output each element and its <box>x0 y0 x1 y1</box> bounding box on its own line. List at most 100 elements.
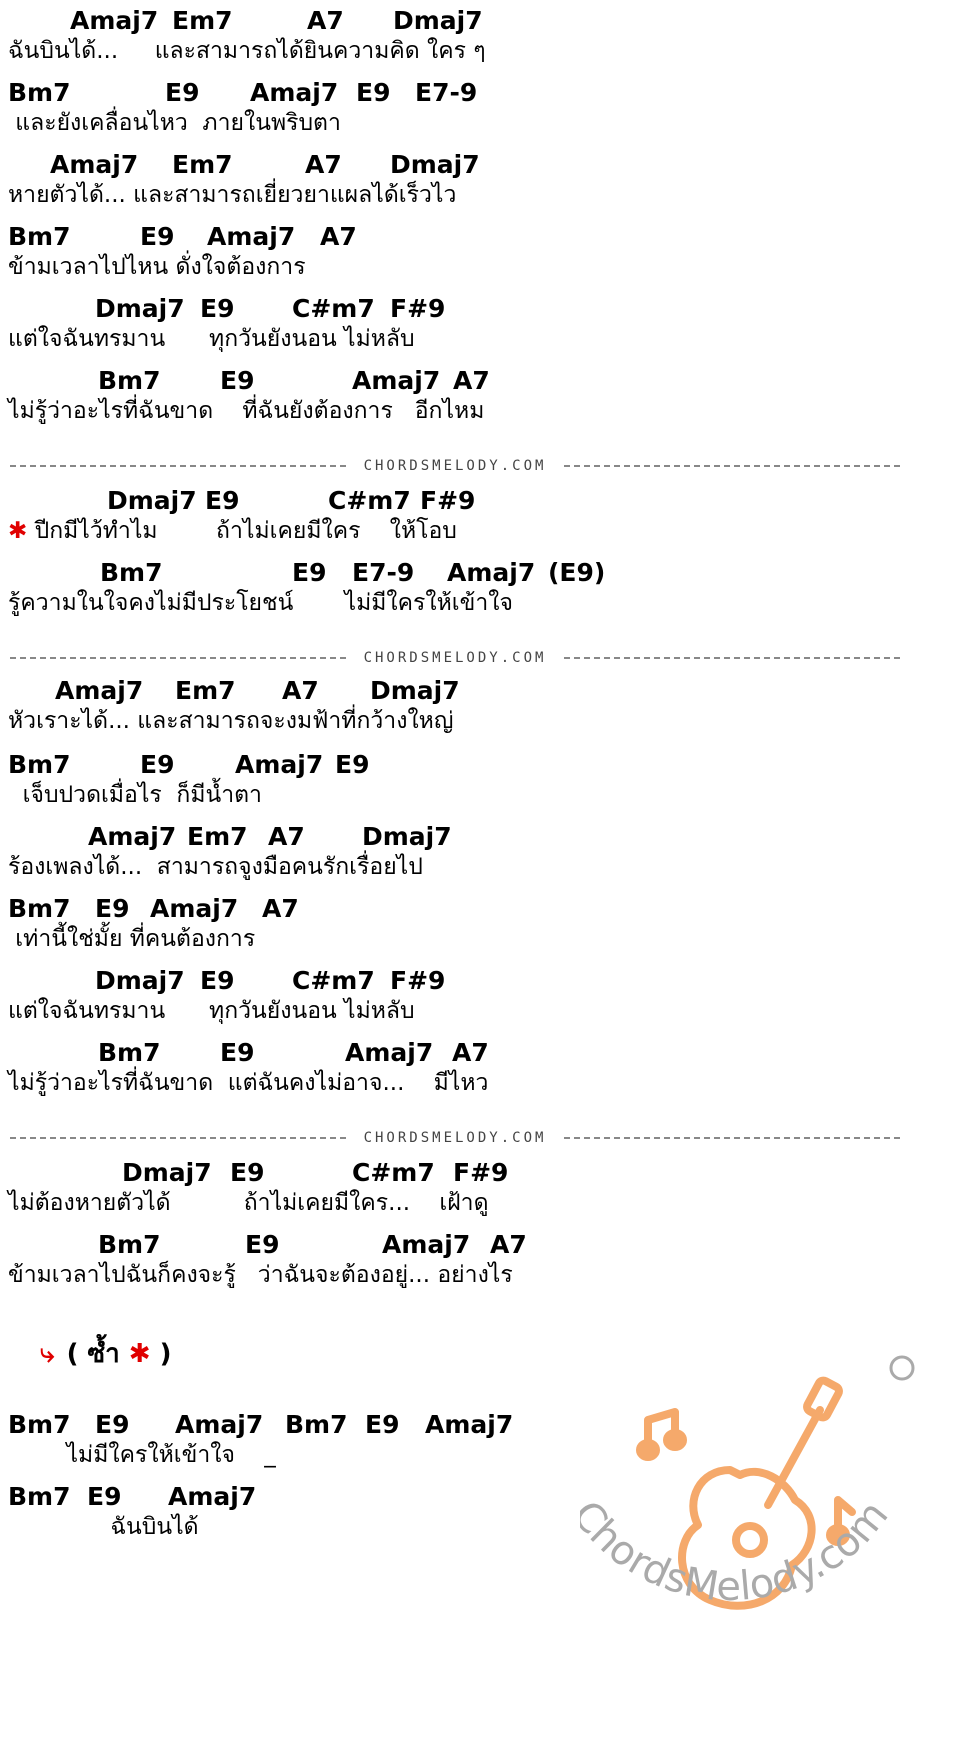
lyric-text: ข้ามเวลาไปฉันก็คงจะรู้ ว่าฉันจะต้องอยู่.… <box>8 1262 513 1288</box>
divider-label: CHORDSMELODY.COM <box>363 458 547 474</box>
divider-dash <box>10 1137 346 1139</box>
chord-label: C#m7 <box>328 486 411 515</box>
chord-label: A7 <box>262 894 299 923</box>
divider-dash <box>564 657 901 659</box>
chord-label: Bm7 <box>100 558 163 587</box>
chord-label: E9 <box>140 750 175 779</box>
chord-label: Em7 <box>172 150 233 179</box>
lyric-text: ไม่รู้ว่าอะไรที่ฉันขาด ที่ฉันยังต้องการ … <box>8 398 485 424</box>
section-divider: CHORDSMELODY.COM <box>10 648 901 668</box>
lyric-line: ไม่มีใครให้เข้าใจ _ <box>8 1440 275 1470</box>
lyric-line: ไม่รู้ว่าอะไรที่ฉันขาด แต่ฉันคงไม่อาจ...… <box>8 1068 488 1098</box>
lyric-text: ฉันบินได้ <box>8 1514 199 1540</box>
chord-label: E9 <box>205 486 240 515</box>
chord-label: Dmaj7 <box>95 294 185 323</box>
guitar-soundhole <box>732 1522 768 1558</box>
divider-dash <box>10 657 346 659</box>
chord-label: Amaj7 <box>88 822 177 851</box>
repeat-star-marker: ✱ <box>8 518 28 544</box>
chord-label: E9 <box>356 78 391 107</box>
chord-label: A7 <box>268 822 305 851</box>
chord-label: Amaj7 <box>235 750 324 779</box>
chord-label: A7 <box>305 150 342 179</box>
chord-label: E9 <box>245 1230 280 1259</box>
chord-label: Dmaj7 <box>390 150 480 179</box>
watermark: ChordsMelody.com ChordsMelody.com <box>580 1355 915 1610</box>
chord-label: E9 <box>95 1410 130 1439</box>
lyric-line: เท่านี้ใช่มั้ย ที่คนต้องการ <box>8 924 255 954</box>
lyric-line: หายตัวได้... และสามารถเยี่ยวยาแผลได้เร็ว… <box>8 180 456 210</box>
chord-label: E9 <box>200 966 235 995</box>
lyric-line: ฉันบินได้... และสามารถได้ยินความคิด ใคร … <box>8 36 486 66</box>
guitar-neck <box>764 1406 824 1509</box>
chord-label: Dmaj7 <box>107 486 197 515</box>
lyric-line: ข้ามเวลาไปฉันก็คงจะรู้ ว่าฉันจะต้องอยู่.… <box>8 1260 513 1290</box>
chord-label: E9 <box>87 1482 122 1511</box>
chord-label: E9 <box>230 1158 265 1187</box>
lyric-text: แต่ใจฉันทรมาน ทุกวันยังนอน ไม่หลับ <box>8 998 415 1024</box>
divider-dash <box>564 1137 901 1139</box>
chord-label: C#m7 <box>292 294 375 323</box>
chord-label: E7-9 <box>352 558 415 587</box>
lyric-line: เจ็บปวดเมื่อไร ก็มีน้ำตา <box>8 780 262 810</box>
chord-label: Dmaj7 <box>362 822 452 851</box>
lyric-line: ไม่รู้ว่าอะไรที่ฉันขาด ที่ฉันยังต้องการ … <box>8 396 484 426</box>
lyric-text: ข้ามเวลาไปไหน ดั่งใจต้องการ <box>8 254 306 280</box>
guitar-head <box>803 1376 843 1422</box>
lyric-line: ร้องเพลงได้... สามารถจูงมือคนรักเรื่อยไป <box>8 852 423 882</box>
lyric-line: ✱ ปีกมีไว้ทำไม ถ้าไม่เคยมีใคร ให้โอบ <box>8 516 457 546</box>
chord-label: A7 <box>320 222 357 251</box>
chord-label: C#m7 <box>352 1158 435 1187</box>
divider-label: CHORDSMELODY.COM <box>363 1130 547 1146</box>
chord-label: F#9 <box>390 294 446 323</box>
lyric-text: เจ็บปวดเมื่อไร ก็มีน้ำตา <box>8 782 262 808</box>
chord-label: Em7 <box>175 676 236 705</box>
chord-label: Amaj7 <box>447 558 536 587</box>
repeat-open-text: ( ซ้ำ <box>66 1339 129 1369</box>
chord-label: Dmaj7 <box>370 676 460 705</box>
chord-label: Bm7 <box>8 750 71 779</box>
chord-label: Bm7 <box>98 366 161 395</box>
chord-label: Amaj7 <box>345 1038 434 1067</box>
chord-label: Dmaj7 <box>393 6 483 35</box>
chord-label: Dmaj7 <box>122 1158 212 1187</box>
chord-label: Amaj7 <box>55 676 144 705</box>
repeat-close-text: ) <box>150 1339 172 1369</box>
repeat-instruction: ⤷( ซ้ำ ✱ ) <box>40 1338 172 1370</box>
lyric-line: แต่ใจฉันทรมาน ทุกวันยังนอน ไม่หลับ <box>8 996 415 1026</box>
chord-label: A7 <box>282 676 319 705</box>
chord-label: Amaj7 <box>382 1230 471 1259</box>
lyric-text: ไม่รู้ว่าอะไรที่ฉันขาด แต่ฉันคงไม่อาจ...… <box>8 1070 489 1096</box>
lyric-line: รู้ความในใจคงไม่มีประโยชน์ ไม่มีใครให้เข… <box>8 588 513 618</box>
chord-label: Bm7 <box>8 894 71 923</box>
chord-label: Bm7 <box>8 78 71 107</box>
chord-label: E9 <box>140 222 175 251</box>
chord-label: C#m7 <box>292 966 375 995</box>
lyric-text: ปีกมีไว้ทำไม ถ้าไม่เคยมีใคร ให้โอบ <box>27 518 457 544</box>
lyric-text: และยังเคลื่อนไหว ภายในพริบตา <box>8 110 341 136</box>
lyric-text: ร้องเพลงได้... สามารถจูงมือคนรักเรื่อยไป <box>8 854 423 880</box>
chord-label: Amaj7 <box>207 222 296 251</box>
chord-label: Amaj7 <box>150 894 239 923</box>
chord-label: (E9) <box>548 558 606 587</box>
chord-label: Em7 <box>187 822 248 851</box>
chord-label: E9 <box>95 894 130 923</box>
watermark-dot-right <box>889 1355 915 1381</box>
chord-label: E9 <box>292 558 327 587</box>
chord-label: A7 <box>490 1230 527 1259</box>
chord-label: Bm7 <box>8 1410 71 1439</box>
chord-label: F#9 <box>390 966 446 995</box>
divider-dash <box>10 465 346 467</box>
chord-label: Amaj7 <box>50 150 139 179</box>
chord-label: Em7 <box>172 6 233 35</box>
chord-label: Bm7 <box>8 1482 71 1511</box>
lyric-text: หายตัวได้... และสามารถเยี่ยวยาแผลได้เร็ว… <box>8 182 457 208</box>
chord-label: E9 <box>220 1038 255 1067</box>
chord-label: Amaj7 <box>352 366 441 395</box>
chord-label: Bm7 <box>98 1230 161 1259</box>
divider-dash <box>564 465 901 467</box>
section-divider: CHORDSMELODY.COM <box>10 456 901 476</box>
section-divider: CHORDSMELODY.COM <box>10 1128 901 1148</box>
chord-label: A7 <box>453 366 490 395</box>
lyric-line: และยังเคลื่อนไหว ภายในพริบตา <box>8 108 341 138</box>
